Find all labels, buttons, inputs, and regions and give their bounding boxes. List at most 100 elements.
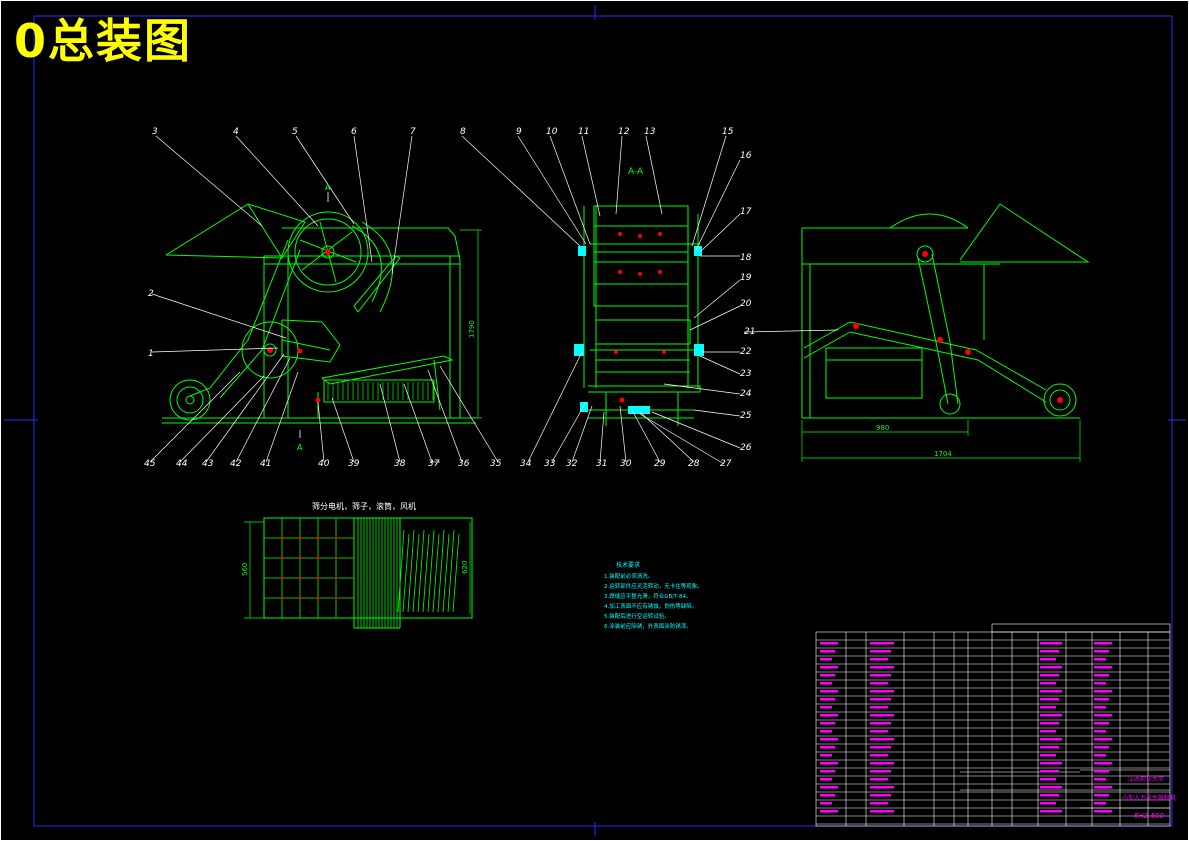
parts-entry-mark bbox=[870, 682, 888, 685]
grid-dot bbox=[316, 576, 320, 580]
callout: 37 bbox=[428, 459, 440, 469]
callout: 33 bbox=[544, 459, 556, 469]
leader-lines bbox=[149, 135, 839, 465]
detail-grid-dots bbox=[280, 536, 338, 600]
parts-entry-mark bbox=[870, 810, 894, 813]
section-label: A-A bbox=[628, 167, 644, 177]
parts-entry-mark bbox=[1040, 794, 1059, 797]
section-marker-bottom: A bbox=[297, 443, 303, 452]
parts-entry-mark bbox=[1094, 770, 1109, 773]
detail-grid bbox=[263, 517, 460, 628]
parts-entry-mark bbox=[1040, 786, 1062, 789]
parts-entry-mark bbox=[820, 794, 835, 797]
callout: 11 bbox=[578, 127, 589, 137]
parts-entry-mark bbox=[1040, 778, 1056, 781]
callout: 3 bbox=[152, 127, 158, 137]
grid-dot bbox=[298, 536, 302, 540]
parts-entry-mark bbox=[1040, 706, 1056, 709]
parts-entry-mark bbox=[1094, 746, 1109, 749]
technical-notes: 1.装配前必须清洗。 2.运转部件应灵活转动，无卡住等现象。 3.焊缝应平整光滑… bbox=[604, 572, 703, 630]
parts-entry-mark bbox=[1040, 650, 1059, 653]
callout: 24 bbox=[740, 389, 752, 399]
callout: 28 bbox=[688, 459, 700, 469]
callout: 17 bbox=[740, 207, 752, 217]
parts-entry-mark bbox=[1094, 730, 1106, 733]
parts-entry-mark bbox=[820, 706, 832, 709]
callout: 10 bbox=[546, 127, 558, 137]
callout: 26 bbox=[740, 443, 752, 453]
drawing-number: 6HZ-500 bbox=[1134, 812, 1165, 820]
callout: 29 bbox=[654, 459, 666, 469]
parts-entry-mark bbox=[820, 746, 835, 749]
parts-entry-mark bbox=[820, 754, 832, 757]
callout: 32 bbox=[566, 459, 578, 469]
parts-entry-mark bbox=[820, 786, 838, 789]
sieve-bars bbox=[327, 382, 434, 400]
callout: 45 bbox=[144, 459, 156, 469]
parts-entry-mark bbox=[1094, 698, 1109, 701]
callout: 23 bbox=[740, 369, 752, 379]
parts-entry-mark bbox=[870, 698, 891, 701]
parts-entry-mark bbox=[1040, 810, 1062, 813]
parts-entry-mark bbox=[870, 786, 894, 789]
parts-entry-mark bbox=[1094, 810, 1112, 813]
parts-entry-mark bbox=[1040, 746, 1059, 749]
callout: 40 bbox=[318, 459, 330, 469]
callout: 35 bbox=[490, 459, 502, 469]
callout: 30 bbox=[620, 459, 632, 469]
parts-entry-mark bbox=[1040, 738, 1062, 741]
parts-entry-mark bbox=[820, 778, 832, 781]
drawing-line bbox=[397, 529, 405, 613]
parts-list-text bbox=[820, 642, 1112, 813]
drawing-line bbox=[442, 533, 450, 613]
grid-dot bbox=[316, 556, 320, 560]
callout: 41 bbox=[260, 459, 271, 469]
parts-entry-mark bbox=[1094, 762, 1112, 765]
drawing-line bbox=[417, 529, 425, 613]
parts-entry-mark bbox=[1094, 722, 1109, 725]
parts-entry-mark bbox=[820, 802, 832, 805]
parts-entry-mark bbox=[870, 658, 888, 661]
grid-dot bbox=[280, 556, 284, 560]
callout: 44 bbox=[176, 459, 188, 469]
parts-entry-mark bbox=[1040, 762, 1062, 765]
parts-entry-mark bbox=[870, 666, 894, 669]
parts-entry-mark bbox=[870, 754, 888, 757]
parts-entry-mark bbox=[870, 690, 894, 693]
grid-dot bbox=[334, 596, 338, 600]
parts-entry-mark bbox=[1094, 642, 1112, 645]
university-name: 江西农业大学 bbox=[1128, 775, 1164, 783]
dim-total-width: 1704 bbox=[934, 450, 952, 458]
callout: 22 bbox=[740, 347, 752, 357]
parts-entry-mark bbox=[1094, 682, 1106, 685]
callout: 20 bbox=[740, 299, 752, 309]
callout: 18 bbox=[740, 253, 752, 263]
parts-entry-mark bbox=[1040, 698, 1059, 701]
drawing-line bbox=[452, 533, 460, 613]
callout: 15 bbox=[722, 127, 734, 137]
parts-entry-mark bbox=[1040, 802, 1056, 805]
front-view bbox=[162, 192, 482, 438]
drawing-line bbox=[427, 529, 435, 613]
dim-side-width: 980 bbox=[876, 424, 889, 432]
callout: 8 bbox=[460, 127, 466, 137]
callout: 25 bbox=[740, 411, 752, 421]
section-view bbox=[583, 205, 701, 426]
callout: 42 bbox=[230, 459, 242, 469]
callout: 12 bbox=[618, 127, 630, 137]
grid-dot bbox=[298, 576, 302, 580]
section-view-red-parts bbox=[614, 232, 666, 411]
callout: 19 bbox=[740, 273, 752, 283]
parts-entry-mark bbox=[1094, 666, 1112, 669]
grid-dot bbox=[334, 556, 338, 560]
parts-entry-mark bbox=[820, 658, 832, 661]
detail-caption: 筛分电机，筛子，滚筒，风机 bbox=[312, 501, 416, 511]
parts-entry-mark bbox=[870, 674, 891, 677]
parts-entry-mark bbox=[1040, 674, 1059, 677]
parts-list bbox=[815, 623, 1171, 827]
drawing-line bbox=[412, 533, 420, 613]
callout: 21 bbox=[744, 327, 755, 337]
parts-entry-mark bbox=[1094, 738, 1112, 741]
side-view-red-parts bbox=[853, 251, 1063, 403]
inner-frame bbox=[33, 15, 1173, 827]
